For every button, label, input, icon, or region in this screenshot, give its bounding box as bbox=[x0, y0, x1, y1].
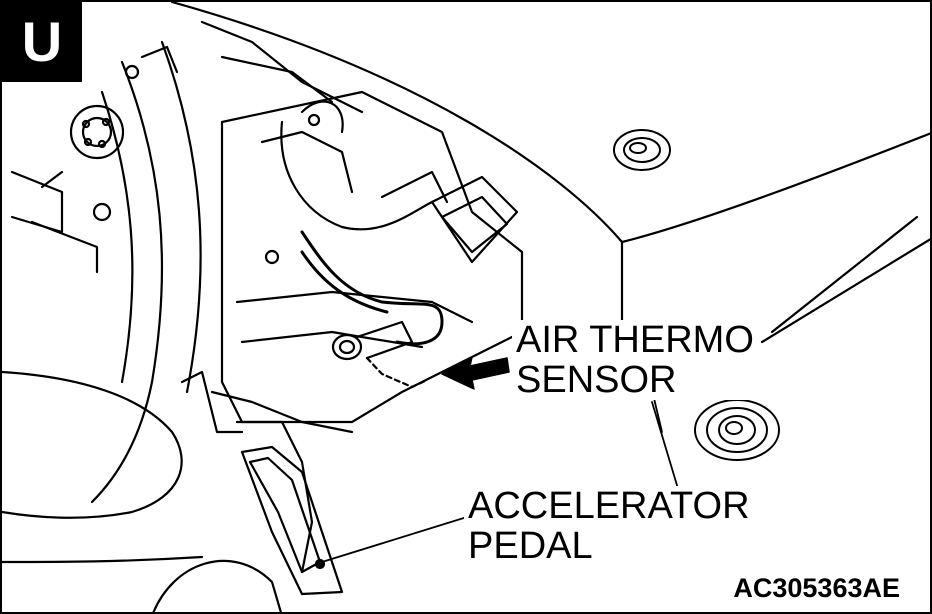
pedal-label-line2: PEDAL bbox=[468, 525, 593, 567]
view-badge: U bbox=[2, 2, 82, 82]
cowl-line bbox=[760, 238, 930, 344]
air-thermo-sensor bbox=[331, 320, 429, 389]
connector-block bbox=[380, 170, 519, 264]
wiring-harness bbox=[300, 230, 444, 346]
pedal-label-line1: ACCELERATOR bbox=[468, 485, 750, 527]
sensor-label-line1: AIR THERMO bbox=[516, 319, 754, 361]
steering-column bbox=[90, 60, 164, 504]
sensor-label-line2: SENSOR bbox=[516, 359, 677, 401]
pedal-bracket-housing bbox=[220, 90, 524, 424]
air-thermo-sensor-label: AIR THERMO SENSOR bbox=[512, 320, 758, 400]
grommet-leader bbox=[651, 401, 683, 503]
cowl-line-2 bbox=[770, 215, 919, 334]
floor-panel bbox=[2, 370, 183, 519]
grommet-upper bbox=[613, 129, 671, 171]
sensor-arrow bbox=[441, 356, 510, 390]
figure-code: AC305363AE bbox=[733, 573, 900, 603]
accelerator-pedal bbox=[235, 420, 344, 596]
pedal-leader bbox=[321, 516, 468, 563]
dashboard-panel bbox=[170, 2, 930, 244]
left-bracket bbox=[10, 104, 125, 274]
accelerator-pedal-label: ACCELERATOR PEDAL bbox=[464, 486, 754, 566]
grommet-lower bbox=[694, 399, 780, 461]
